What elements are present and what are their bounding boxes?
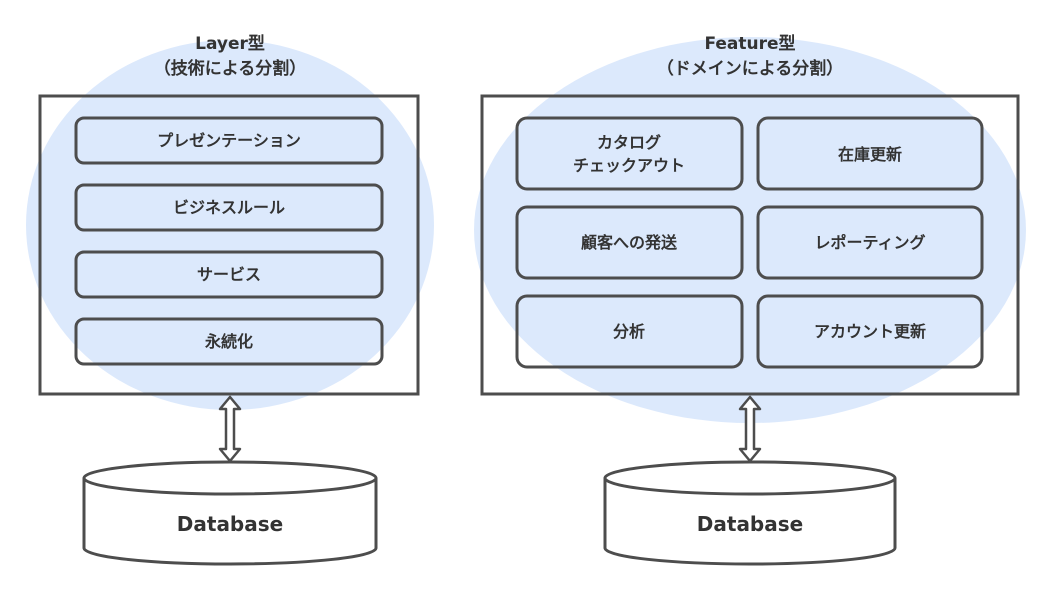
feature-label: チェックアウト: [573, 156, 685, 175]
layer-box-persistence: 永続化: [74, 317, 384, 366]
feature-label: 顧客への発送: [581, 233, 678, 252]
layer-outer-box: [38, 94, 420, 396]
feature-database: Database: [603, 460, 897, 566]
feature-ellipse: [474, 37, 1026, 423]
feature-box-customer-shipping: 顧客への発送: [515, 205, 744, 280]
feature-label: アカウント更新: [814, 322, 926, 341]
feature-box-account-update: アカウント更新: [756, 294, 984, 369]
layer-db-arrow: [218, 395, 242, 463]
feature-box-catalog-checkout: カタログ チェックアウト: [515, 116, 744, 191]
feature-title-line1: Feature型: [704, 33, 795, 54]
layer-database: Database: [82, 460, 378, 566]
feature-label: 分析: [613, 322, 645, 341]
layer-label: ビジネスルール: [173, 198, 285, 217]
layer-title-line2: （技術による分割）: [154, 58, 307, 79]
layer-diagram: Layer型 （技術による分割） プレゼンテーション ビジネスルール サービス …: [26, 33, 434, 566]
feature-label: カタログ: [597, 133, 661, 152]
layer-label: サービス: [197, 265, 261, 284]
feature-title-line2: （ドメインによる分割）: [657, 58, 844, 79]
layer-label: プレゼンテーション: [157, 131, 301, 150]
feature-label: 在庫更新: [838, 145, 902, 164]
layer-box-business-rules: ビジネスルール: [74, 183, 384, 232]
feature-db-arrow: [738, 395, 762, 463]
layer-database-label: Database: [177, 512, 283, 536]
feature-outer-box: [480, 94, 1020, 396]
feature-box-reporting: レポーティング: [756, 205, 984, 280]
feature-box-analytics: 分析: [515, 294, 744, 369]
layer-label: 永続化: [204, 332, 253, 351]
feature-box-inventory-update: 在庫更新: [756, 116, 984, 191]
layer-title-line1: Layer型: [195, 33, 265, 54]
layer-box-presentation: プレゼンテーション: [74, 116, 384, 165]
layer-box-service: サービス: [74, 250, 384, 299]
feature-database-label: Database: [697, 512, 803, 536]
feature-diagram: Feature型 （ドメインによる分割） カタログ チェックアウト 在庫更新 顧…: [474, 33, 1026, 566]
feature-label: レポーティング: [814, 233, 925, 252]
